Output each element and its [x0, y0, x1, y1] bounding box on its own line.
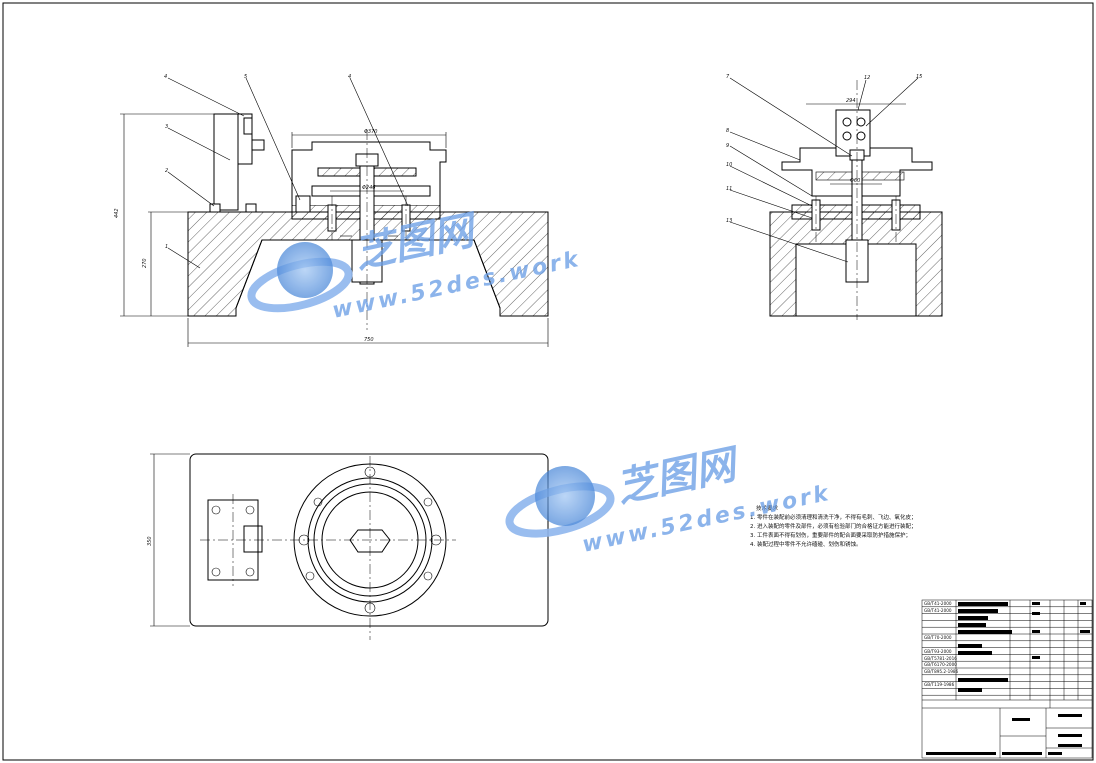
tech-req-item-4: 4. 装配过程中零件不允许磕碰、划伤和锈蚀。 — [750, 540, 862, 548]
watermark-brand-2: 芝图网 — [613, 441, 746, 512]
label-part-2: 2 — [165, 168, 168, 174]
globe-logo-icon — [277, 242, 333, 298]
label-part-1: 1 — [165, 244, 168, 250]
dim-height-base: 270 — [142, 258, 148, 268]
label-part-13: 13 — [726, 218, 732, 224]
dim-inner-side: Φ60 — [850, 178, 860, 184]
parts-row-0: GB/T41-2000 — [924, 601, 952, 606]
plan-view: 350 — [147, 453, 549, 640]
dim-base-length: 750 — [364, 337, 374, 343]
dim-inner-front: Φ246 — [362, 185, 375, 191]
parts-row-10: GB/T895.2-1986 — [924, 669, 959, 674]
parts-row-7: GB/T93-2000 — [924, 649, 952, 654]
label-part-8: 8 — [726, 128, 729, 134]
side-view: 294 Φ60 7 12 15 8 9 10 11 13 — [726, 74, 943, 320]
label-part-15: 15 — [916, 74, 922, 80]
technical-requirements: 技术要求 1. 零件在装配前必须清理和清洗干净，不得有毛刺、飞边、氧化皮； 2.… — [750, 504, 917, 548]
dim-height-total: 442 — [114, 208, 120, 218]
tech-req-item-1: 1. 零件在装配前必须清理和清洗干净，不得有毛刺、飞边、氧化皮； — [750, 513, 917, 521]
parts-row-12: GB/T119-1986 — [924, 682, 955, 687]
watermark-2: 芝图网 www.52des.work — [505, 441, 833, 558]
label-part-11: 11 — [726, 186, 732, 192]
parts-row-9: GB/T6170-2000 — [924, 662, 957, 667]
tech-req-item-2: 2. 进入装配的零件及部件，必须有检验部门的合格证方能进行装配； — [750, 522, 917, 530]
dim-top-width-side: 294 — [846, 98, 856, 104]
label-part-4b: 4 — [348, 74, 351, 80]
label-part-4a: 4 — [164, 74, 167, 80]
label-part-10: 10 — [726, 162, 732, 168]
label-part-12: 12 — [864, 75, 870, 81]
label-part-5a: 5 — [244, 74, 247, 80]
globe-logo-icon-2 — [535, 466, 595, 526]
parts-row-5: GB/T70-2000 — [924, 635, 952, 640]
tech-req-title: 技术要求 — [756, 504, 779, 512]
label-part-7: 7 — [726, 74, 730, 80]
parts-row-1: GB/T41-2000 — [924, 608, 952, 613]
tech-req-item-3: 3. 工件表面不得有划伤，重要部件的配合面要采取防护措施保护； — [750, 531, 911, 539]
front-angle-plate — [213, 113, 239, 211]
dim-plan-height: 350 — [147, 536, 153, 546]
title-block: GB/T41-2000 GB/T41-2000 GB/T70-2000 GB/T… — [921, 599, 1093, 759]
label-part-9: 9 — [726, 143, 729, 149]
label-part-3: 3 — [165, 124, 168, 130]
dim-top-width-front: Φ370 — [364, 129, 377, 135]
parts-row-8: GB/T5781-2016 — [924, 656, 957, 661]
front-view: Φ370 Φ246 442 270 750 4 5 4 3 2 1 — [114, 74, 549, 347]
plan-base-outline — [189, 453, 549, 627]
